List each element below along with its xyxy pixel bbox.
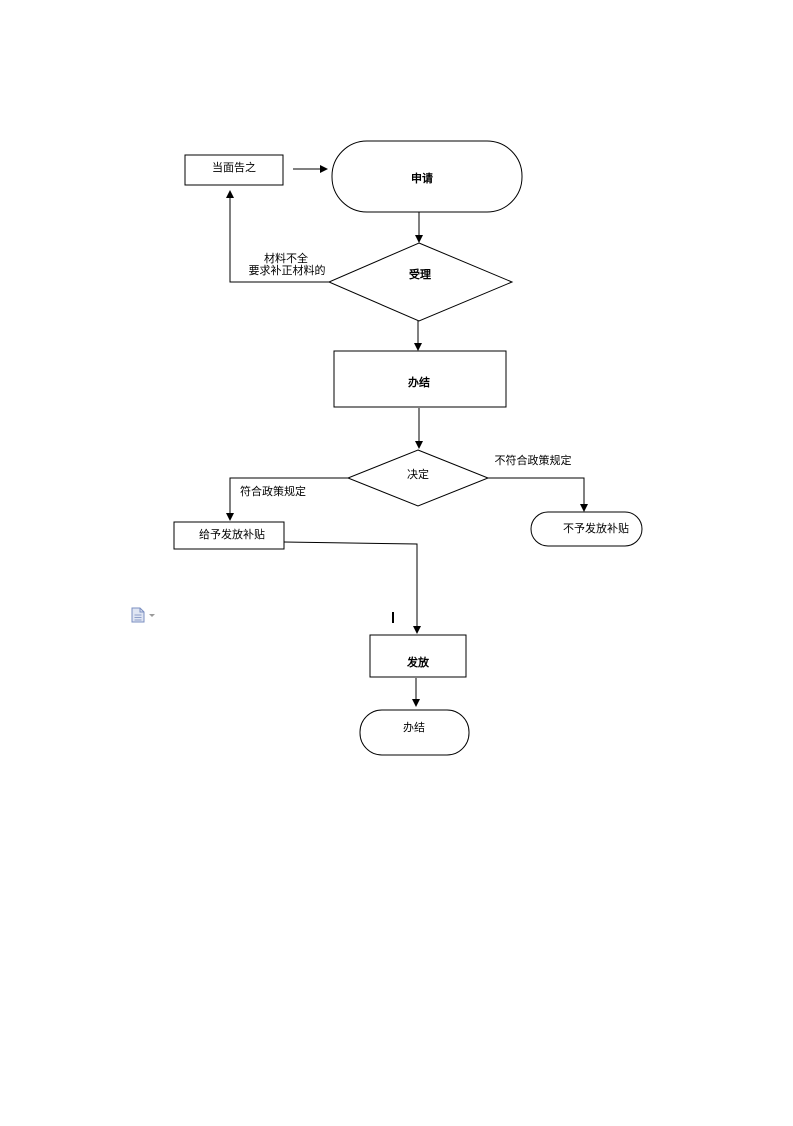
edge-label-compliant: 符合政策规定 xyxy=(240,484,306,498)
node-notify-label: 当面告之 xyxy=(212,160,256,174)
edge-accept-to-notify xyxy=(226,190,330,283)
node-decide-diamond xyxy=(346,449,490,507)
node-grant-box xyxy=(173,521,285,550)
edge-grant-to-issue xyxy=(283,541,421,634)
edge-decide-to-grant xyxy=(226,477,348,521)
node-grant-label: 给予发放补贴 xyxy=(199,527,265,541)
node-process-box xyxy=(333,350,507,408)
node-issue-label: 发放 xyxy=(406,655,430,669)
node-apply-box xyxy=(331,140,523,213)
node-process-label: 办结 xyxy=(408,375,430,389)
dropdown-caret-icon[interactable] xyxy=(149,614,155,617)
edge-label-noncompliant: 不符合政策规定 xyxy=(495,453,572,467)
document-icon[interactable] xyxy=(131,607,145,623)
edge-label-incomplete-line1: 材料不全 xyxy=(264,251,308,265)
edge-decide-to-deny xyxy=(488,477,588,512)
edge-labels: 材料不全 要求补正材料的 符合政策规定 不符合政策规定 xyxy=(240,251,572,498)
nodes: 当面告之 申请 受理 办结 决定 给予发放补贴 不予发放补贴 发放 办结 xyxy=(173,140,643,756)
edge-label-incomplete-line2: 要求补正材料的 xyxy=(249,263,326,277)
node-accept-diamond xyxy=(327,242,514,322)
node-apply-label: 申请 xyxy=(411,171,433,185)
node-decide-label: 决定 xyxy=(407,467,429,481)
node-issue-box xyxy=(369,634,467,678)
node-accept-label: 受理 xyxy=(409,267,431,281)
text-cursor xyxy=(392,612,394,623)
edges xyxy=(226,165,588,707)
node-finish-label: 办结 xyxy=(403,721,425,734)
node-deny-box xyxy=(530,511,643,547)
node-deny-label: 不予发放补贴 xyxy=(563,521,629,535)
node-finish-box xyxy=(359,709,470,756)
node-notify-box xyxy=(184,154,284,186)
